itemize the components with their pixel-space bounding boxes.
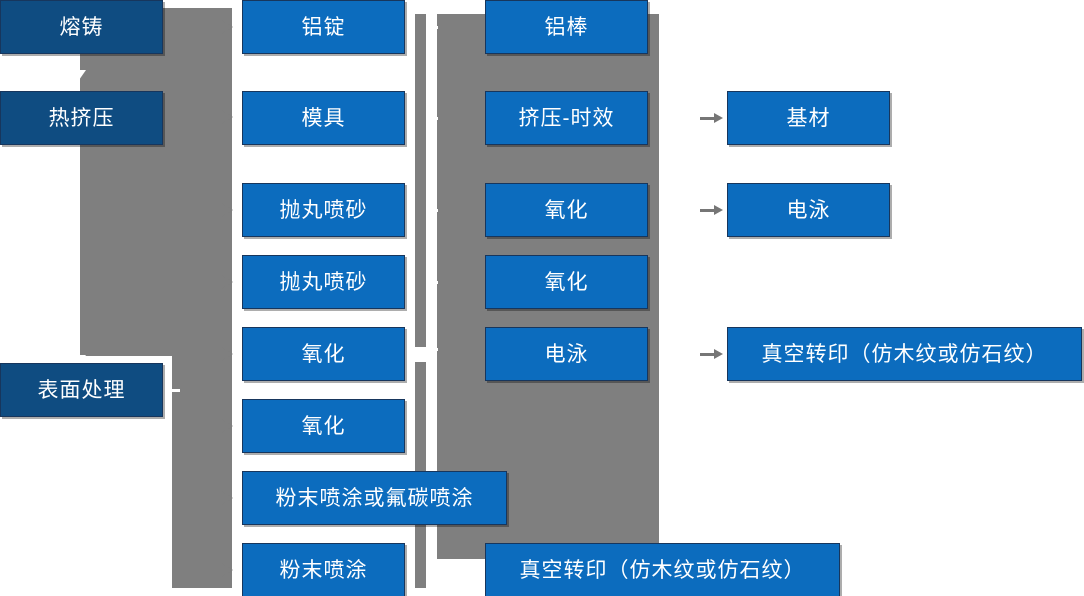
output-node-substrate[interactable]: 基材 (727, 91, 890, 145)
band-arrowhead-powder (221, 563, 233, 577)
process-node-oxidation-1[interactable]: 氧化 (485, 183, 648, 237)
stage-node-extrusion[interactable]: 热挤压 (0, 91, 163, 145)
process-label-extr-aging: 挤压-时效 (518, 106, 615, 130)
material-label-powder: 粉末喷涂 (279, 558, 368, 582)
band-arrowhead-shotblast-2 (221, 275, 233, 289)
link-surface-to-band (164, 389, 180, 392)
material-node-powder[interactable]: 粉末喷涂 (242, 543, 405, 596)
material-label-oxidation-1: 氧化 (301, 342, 346, 366)
process-node-oxidation-2[interactable]: 氧化 (485, 255, 648, 309)
arrow-to-ed (700, 205, 723, 215)
material-label-shotblast-2: 抛丸喷砂 (279, 270, 368, 294)
material-label-shotblast-1: 抛丸喷砂 (279, 198, 368, 222)
process-label-oxidation-1: 氧化 (544, 198, 589, 222)
link-rail-oxidation-2 (426, 281, 438, 284)
material-node-ingot[interactable]: 铝锭 (242, 0, 405, 54)
material-label-oxidation-2: 氧化 (301, 414, 346, 438)
process-node-extr-aging[interactable]: 挤压-时效 (485, 91, 648, 145)
connector-band-upper (80, 8, 232, 356)
band-arrowhead-oxidation-2 (221, 419, 233, 433)
band-wedge-extrusion (72, 70, 86, 80)
material-label-ingot: 铝锭 (301, 15, 346, 39)
material-node-oxidation-2[interactable]: 氧化 (242, 399, 405, 453)
link-rail-ingot (426, 26, 438, 29)
band-arrowhead-mould (221, 110, 233, 124)
output-label-ed: 电泳 (786, 198, 831, 222)
process-node-ed[interactable]: 电泳 (485, 327, 648, 381)
process-node-vacuum[interactable]: 真空转印（仿木纹或仿石纹） (485, 543, 840, 596)
output-node-vacuum[interactable]: 真空转印（仿木纹或仿石纹） (727, 327, 1082, 381)
link-rail-ed (426, 348, 438, 351)
material-node-shotblast-1[interactable]: 抛丸喷砂 (242, 183, 405, 237)
process-label-ed: 电泳 (544, 342, 589, 366)
connector-rail-narrow (415, 14, 426, 347)
link-rail-vacuum (426, 568, 438, 571)
process-node-bar[interactable]: 铝棒 (485, 0, 648, 54)
band-arrowhead-shotblast-1 (221, 203, 233, 217)
band-arrowhead-ingot (221, 20, 233, 34)
process-label-bar: 铝棒 (544, 15, 589, 39)
output-node-ed[interactable]: 电泳 (727, 183, 890, 237)
link-rail-extr-aging (426, 117, 438, 120)
process-label-oxidation-2: 氧化 (544, 270, 589, 294)
stage-label-extrusion: 热挤压 (48, 106, 115, 130)
material-node-shotblast-2[interactable]: 抛丸喷砂 (242, 255, 405, 309)
material-node-powder-fluor[interactable]: 粉末喷涂或氟碳喷涂 (242, 471, 507, 525)
output-label-substrate: 基材 (786, 106, 831, 130)
stage-label-melting: 熔铸 (59, 15, 104, 39)
material-node-oxidation-1[interactable]: 氧化 (242, 327, 405, 381)
process-label-vacuum: 真空转印（仿木纹或仿石纹） (519, 558, 806, 582)
stage-node-surface[interactable]: 表面处理 (0, 363, 163, 417)
material-label-powder-fluor: 粉末喷涂或氟碳喷涂 (275, 486, 474, 510)
material-label-mould: 模具 (301, 106, 346, 130)
connector-band-lower (172, 356, 232, 588)
link-rail-oxidation-1 (426, 209, 438, 212)
band-wedge-surface (72, 355, 86, 365)
arrow-to-vacuum (700, 349, 723, 359)
band-arrowhead-powder-fluor (221, 491, 233, 505)
band-arrowhead-oxidation-1 (221, 347, 233, 361)
output-label-vacuum: 真空转印（仿木纹或仿石纹） (761, 342, 1048, 366)
stage-label-surface: 表面处理 (37, 378, 126, 402)
arrow-to-substrate (700, 113, 723, 123)
stage-node-melting[interactable]: 熔铸 (0, 0, 163, 54)
material-node-mould[interactable]: 模具 (242, 91, 405, 145)
